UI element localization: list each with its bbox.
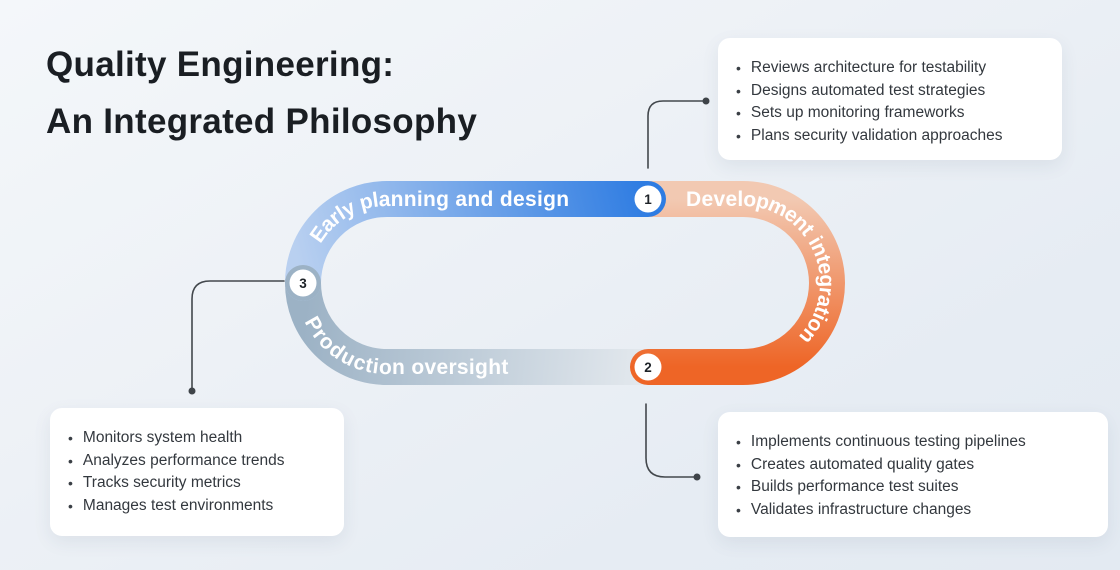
bullet-icon: •	[68, 452, 73, 469]
bullet-icon: •	[736, 479, 741, 495]
list-item-text: Implements continuous testing pipelines	[750, 433, 1026, 450]
page-title-line2: An Integrated Philosophy	[46, 102, 478, 141]
bullet-icon: •	[736, 105, 741, 121]
list-item: • Monitors system health	[68, 427, 326, 450]
connector-node3-to-card	[191, 280, 285, 389]
list-item: • Analyzes performance trends	[68, 450, 326, 473]
list-item: • Tracks security metrics	[68, 472, 326, 495]
bullet-icon: •	[736, 127, 741, 144]
node-3: 3	[289, 269, 317, 297]
list-item-text: Analyzes performance trends	[82, 451, 285, 469]
list-item-text: Manages test environments	[82, 496, 274, 514]
list-item: • Plans security validation approaches	[736, 125, 1044, 148]
node-2: 2	[634, 353, 662, 381]
connector-dot-2	[693, 473, 701, 481]
list-item-text: Validates infrastructure changes	[750, 500, 972, 518]
node-1-number: 1	[644, 192, 652, 207]
list-item-text: Designs automated test strategies	[750, 81, 986, 99]
node-3-number: 3	[299, 276, 307, 291]
list-item-text: Sets up monitoring frameworks	[750, 104, 965, 121]
page-title-line1: Quality Engineering:	[46, 45, 395, 84]
list-item-text: Creates automated quality gates	[750, 455, 975, 473]
list-item-text: Plans security validation approaches	[750, 126, 1003, 144]
list-item: • Reviews architecture for testability	[736, 57, 1044, 80]
card-development-integration-list: • Implements continuous testing pipelines…	[736, 431, 1090, 521]
page-title: Quality Engineering: An Integrated Philo…	[46, 36, 477, 150]
bullet-icon: •	[736, 456, 741, 473]
card-development-integration: • Implements continuous testing pipelines…	[718, 412, 1108, 537]
bullet-icon: •	[68, 497, 73, 514]
bullet-icon: •	[68, 430, 73, 446]
bullet-icon: •	[736, 501, 741, 518]
card-production-oversight: • Monitors system health • Analyzes perfor…	[50, 408, 344, 536]
node-1: 1	[634, 185, 662, 213]
card-early-planning: • Reviews architecture for testability • D…	[718, 38, 1062, 160]
connector-node2-to-card	[645, 403, 695, 478]
list-item: • Builds performance test suites	[736, 476, 1090, 499]
bullet-icon: •	[736, 434, 741, 450]
list-item: • Validates infrastructure changes	[736, 499, 1090, 522]
list-item: • Creates automated quality gates	[736, 454, 1090, 477]
list-item: • Implements continuous testing pipelines	[736, 431, 1090, 454]
list-item-text: Monitors system health	[82, 429, 243, 446]
card-early-planning-list: • Reviews architecture for testability • D…	[736, 57, 1044, 147]
connector-node1-to-card	[647, 100, 704, 169]
list-item-text: Builds performance test suites	[750, 478, 959, 495]
connector-dot-3	[188, 387, 196, 395]
list-item: • Designs automated test strategies	[736, 80, 1044, 103]
connector-dot-1	[702, 97, 710, 105]
list-item: • Sets up monitoring frameworks	[736, 102, 1044, 125]
card-production-oversight-list: • Monitors system health • Analyzes perfor…	[68, 427, 326, 517]
bullet-icon: •	[68, 475, 73, 491]
list-item-text: Tracks security metrics	[82, 474, 241, 491]
list-item-text: Reviews architecture for testability	[750, 59, 987, 76]
list-item: • Manages test environments	[68, 495, 326, 518]
node-2-number: 2	[644, 360, 652, 375]
bullet-icon: •	[736, 82, 741, 99]
bullet-icon: •	[736, 60, 741, 76]
